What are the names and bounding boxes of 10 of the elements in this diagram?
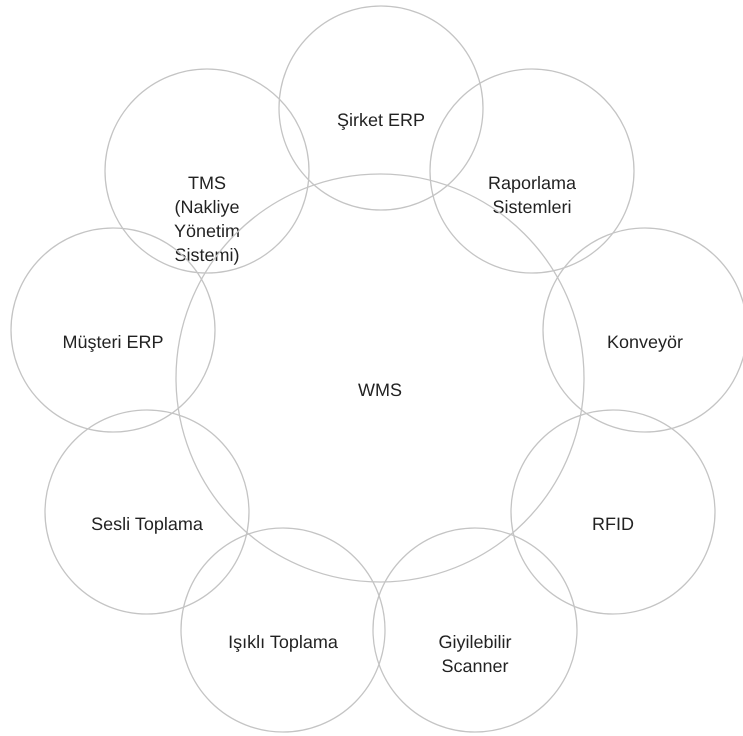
node-label: Şirket ERP <box>336 109 426 132</box>
node-label: Müşteri ERP <box>61 331 165 354</box>
node-label: Konveyör <box>606 331 684 354</box>
node-label: Işıklı Toplama <box>227 631 339 654</box>
node-label: Giyilebilir Scanner <box>437 631 512 678</box>
node-label: RFID <box>591 513 635 536</box>
node-label: WMS <box>357 379 403 402</box>
node-label: Sesli Toplama <box>90 513 204 536</box>
node-label: TMS (Nakliye Yönetim Sistemi) <box>172 172 242 267</box>
node-label: Raporlama Sistemleri <box>486 172 578 219</box>
